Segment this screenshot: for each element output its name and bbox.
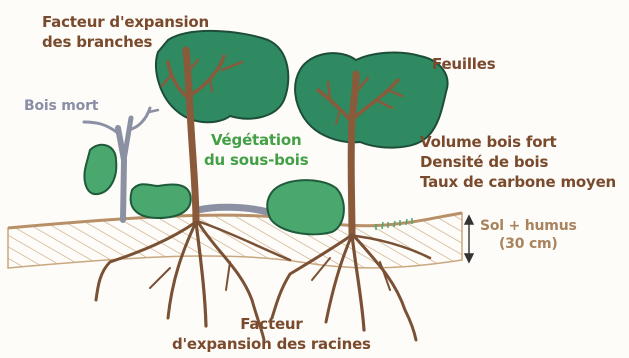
soil-line-1: Sol + humus [480, 217, 577, 235]
dead-wood-label: Bois mort [24, 96, 98, 116]
leaves-label: Feuilles [432, 54, 495, 74]
branch-expansion-line-2: des branches [42, 32, 209, 52]
soil-depth-arrow [465, 216, 473, 262]
soil-line-2: (30 cm) [480, 235, 577, 253]
fallen-log [198, 207, 268, 212]
carbon-rate-line: Taux de carbone moyen [420, 172, 616, 192]
branch-expansion-label: Facteur d'expansion des branches [42, 12, 209, 52]
understory-line-2: du sous-bois [204, 150, 308, 170]
understory-line-1: Végétation [204, 130, 308, 150]
understory-label: Végétation du sous-bois [204, 130, 308, 170]
wood-volume-line: Volume bois fort [420, 132, 616, 152]
root-expansion-line-2: d'expansion des racines [172, 334, 371, 354]
wood-density-line: Densité de bois [420, 152, 616, 172]
root-expansion-line-1: Facteur [172, 314, 371, 334]
branch-expansion-line-1: Facteur d'expansion [42, 12, 209, 32]
root-expansion-label: Facteur d'expansion des racines [172, 314, 371, 354]
soil-label: Sol + humus (30 cm) [480, 217, 577, 253]
wood-stats-label: Volume bois fort Densité de bois Taux de… [420, 132, 616, 192]
